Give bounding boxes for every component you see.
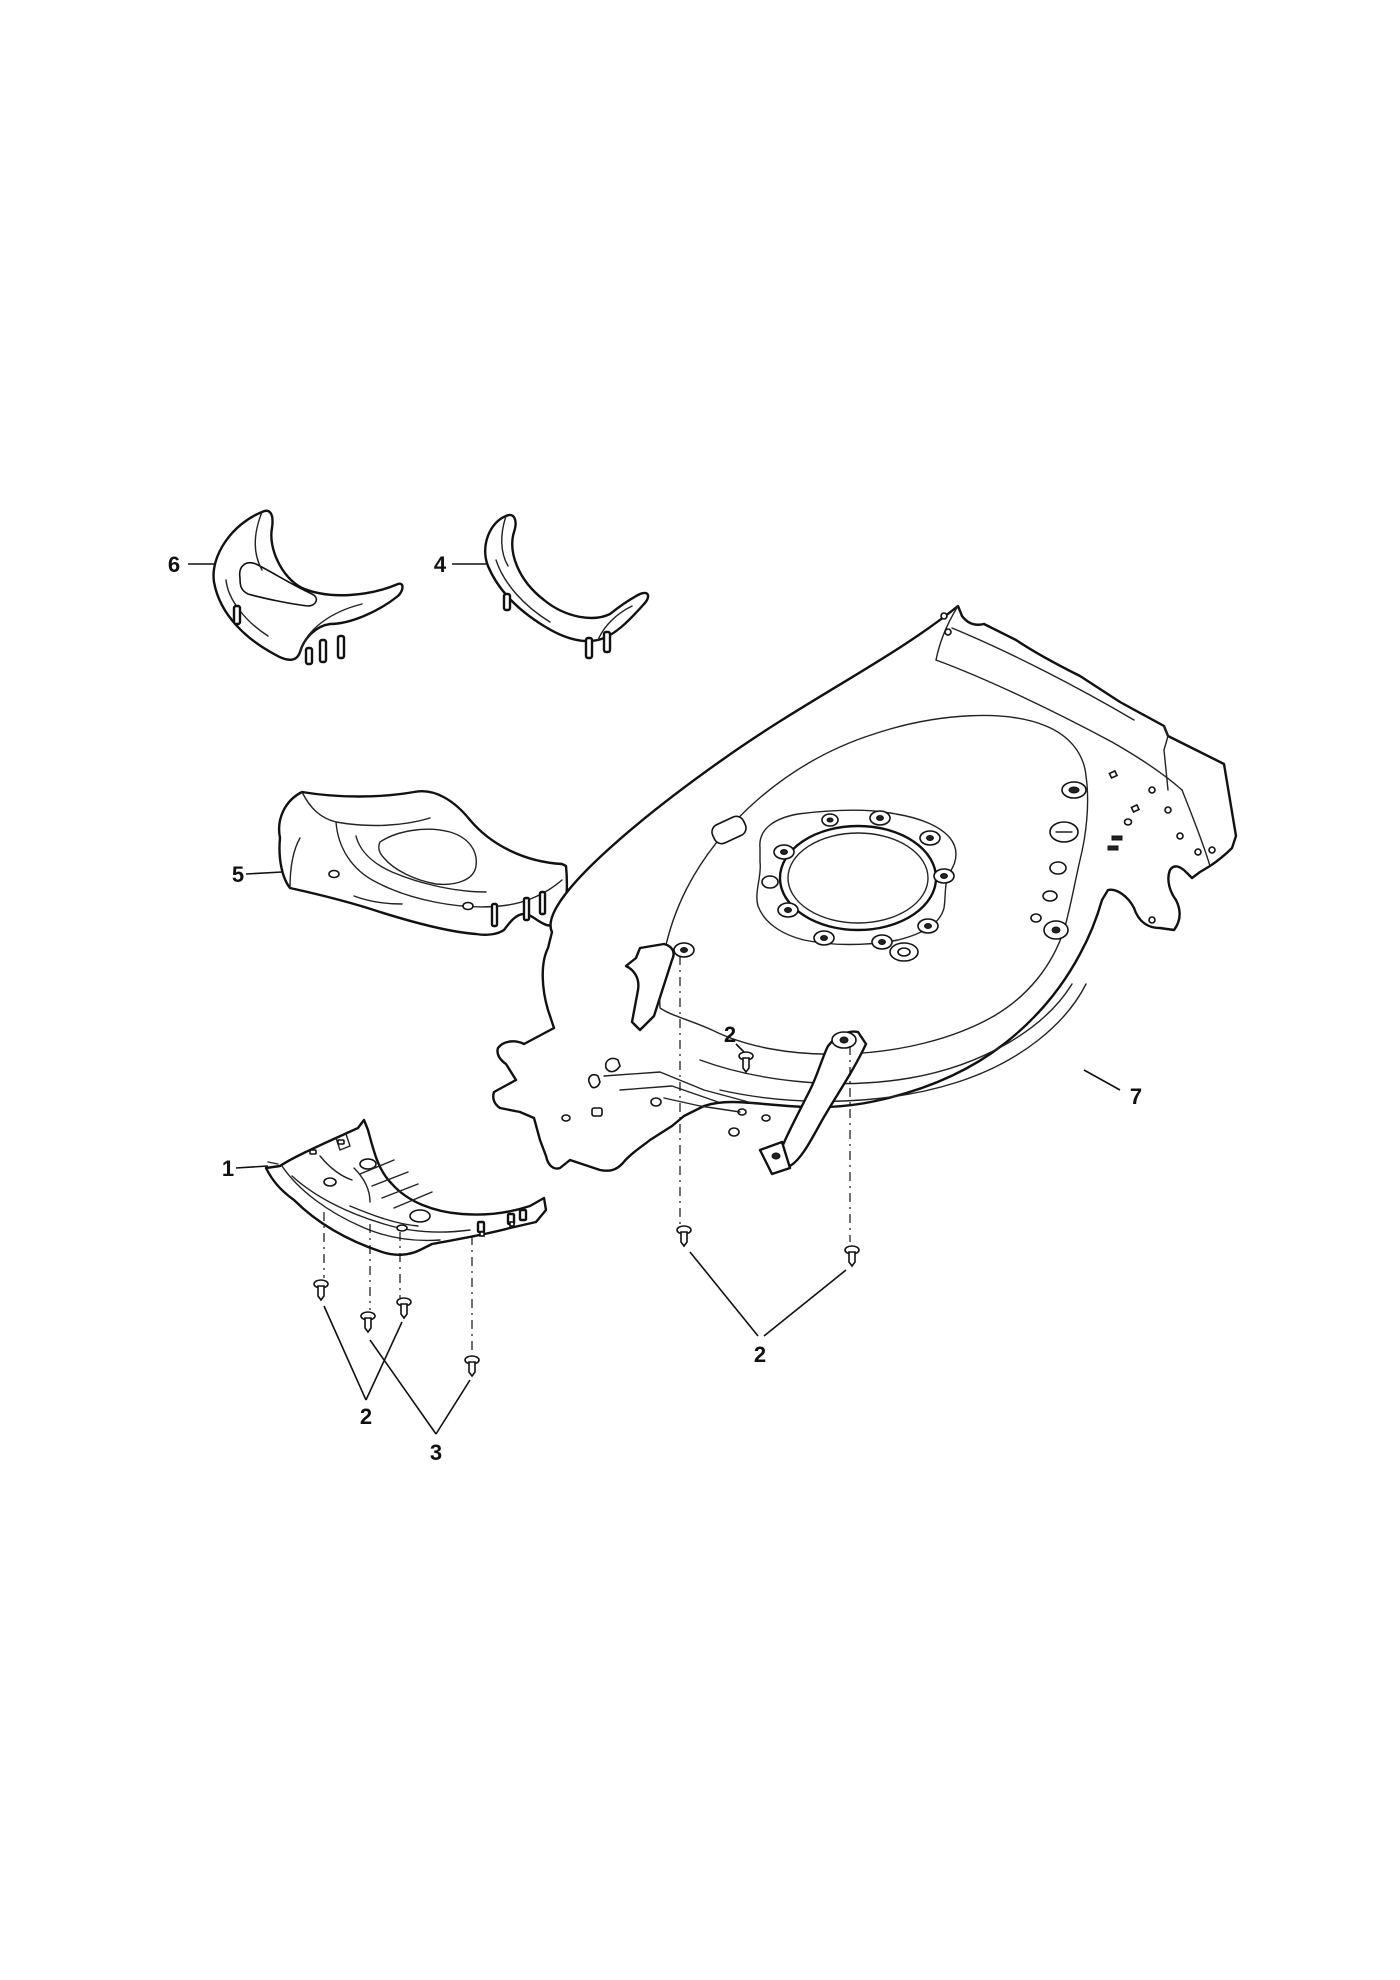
callout-6: 6 (168, 552, 180, 577)
callout-2: 2 (360, 1404, 372, 1429)
part-6-carry-handle (212, 509, 404, 666)
screw-part-2 (738, 1051, 754, 1074)
callout-5: 5 (232, 862, 244, 887)
part-5-top-cover (277, 790, 569, 936)
deck-rear-features (711, 612, 1216, 940)
part-1-front-guard (264, 1118, 548, 1256)
front-axle-bracket (561, 942, 868, 1176)
leader-lines (188, 563, 1121, 1435)
screw-part-2 (313, 1279, 329, 1302)
part-4-carry-handle (484, 513, 650, 660)
screw-part-3 (464, 1355, 480, 1378)
screw-part-2 (844, 1245, 860, 1268)
screw-part-2 (676, 1225, 692, 1248)
callout-1: 1 (222, 1156, 234, 1181)
callout-2: 2 (724, 1022, 736, 1047)
callouts: 6 4 5 1 7 2 2 3 2 (168, 552, 1142, 1465)
callout-4: 4 (434, 552, 447, 577)
motor-mount-bosses (761, 810, 955, 962)
screw-part-2 (396, 1297, 412, 1320)
callout-3: 3 (430, 1440, 442, 1465)
screw-part-3 (360, 1311, 376, 1334)
callout-7: 7 (1130, 1084, 1142, 1109)
callout-2: 2 (754, 1342, 766, 1367)
assembly-lines (323, 956, 851, 1354)
screws (313, 1051, 860, 1378)
part-7-deck-housing (492, 604, 1238, 1176)
